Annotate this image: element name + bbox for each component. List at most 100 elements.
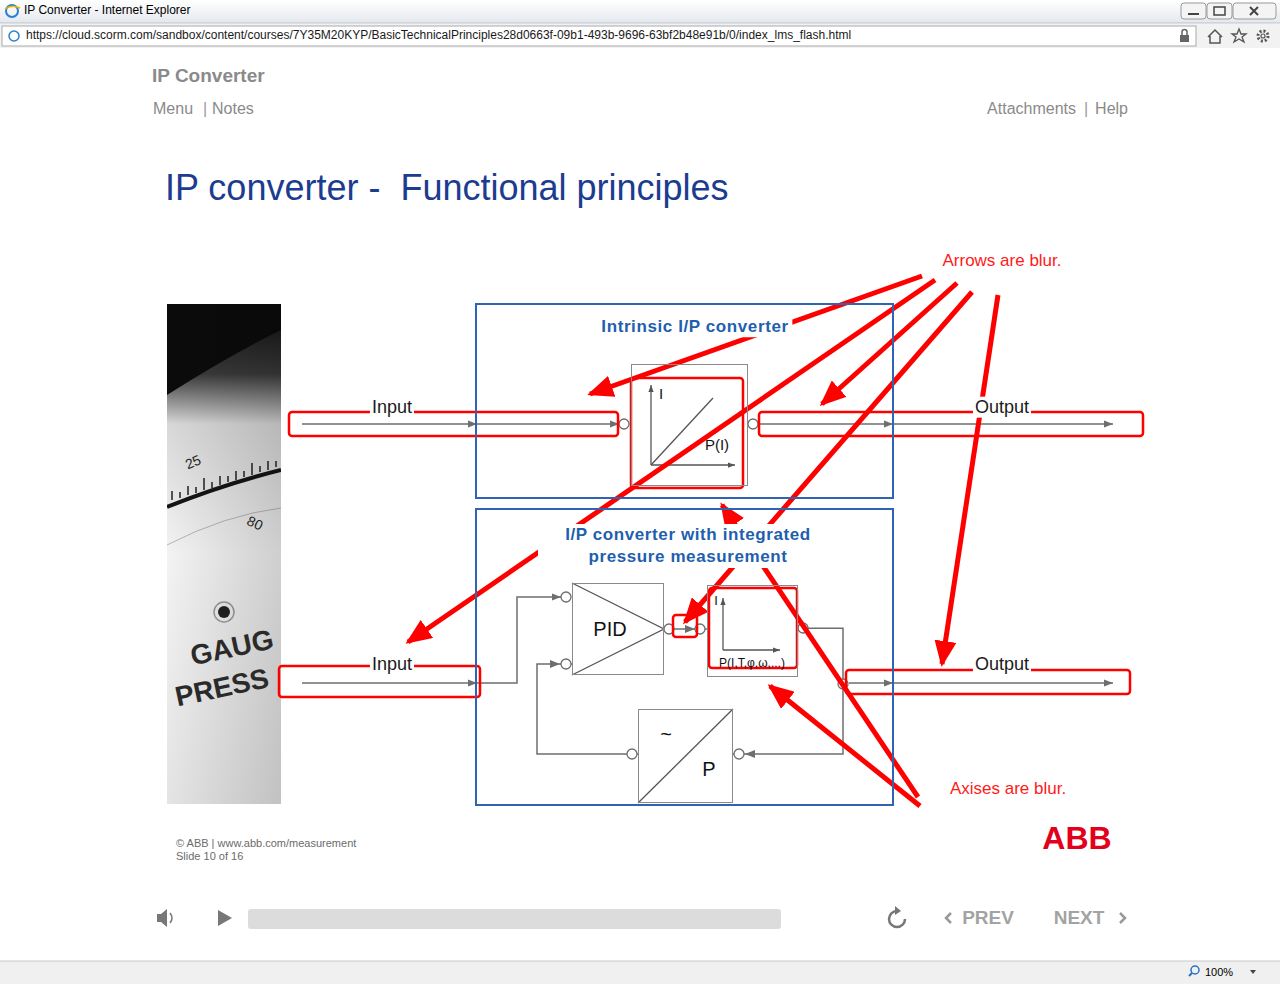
favorites-icon (1232, 29, 1246, 42)
annotation-arrow (942, 295, 998, 664)
minimize-button (1181, 3, 1206, 19)
address-url: https://cloud.scorm.com/sandbox/content/… (26, 29, 851, 43)
page-icon (9, 31, 19, 41)
address-field (2, 26, 1196, 46)
nav-button: PREV (962, 907, 1014, 929)
lock-icon (1182, 30, 1187, 36)
output-line (849, 682, 893, 684)
signal-label: Input (370, 654, 414, 675)
browser-icon (5, 6, 20, 9)
lock-icon (1180, 35, 1189, 42)
axis-line (723, 649, 780, 650)
annotation-arrow (408, 280, 935, 642)
annotation-box (759, 412, 1143, 436)
port-circle (627, 749, 637, 759)
zoom-icon (1191, 966, 1199, 974)
progress-bar (248, 909, 781, 929)
annotation-arrow (590, 276, 922, 394)
slide-title: IP converter - Functional principles (165, 167, 729, 208)
annotation-arrow (685, 292, 972, 622)
title-bar-edge (0, 23, 1280, 24)
footer-note: Slide 10 of 16 (176, 850, 243, 863)
close-button (1233, 3, 1276, 19)
menu-link: Menu (153, 100, 193, 118)
converter-frame: I/P converter with integrated pressure m… (475, 508, 894, 806)
address-bar (0, 24, 1280, 48)
title-bar (0, 0, 1280, 23)
status-bar (0, 961, 1280, 984)
block-label: P (702, 758, 715, 781)
signal-label: Output (973, 397, 1031, 418)
next-chevron (1120, 913, 1125, 923)
port-circle (748, 419, 758, 429)
home-icon (1208, 30, 1222, 43)
amplifier-symbol (572, 583, 664, 675)
annotation-box (631, 378, 743, 488)
play-icon (218, 910, 232, 926)
gauge-photo (167, 304, 281, 804)
brand-logo: ABB (1042, 820, 1111, 857)
port-circle (561, 659, 571, 669)
annotation-note: Axises are blur. (950, 779, 1066, 799)
axis-label: I (714, 594, 718, 609)
sensor-block: ~P (638, 709, 733, 803)
input-line (302, 423, 477, 425)
frame-heading: I/P converter with integrated pressure m… (538, 524, 838, 568)
axis-line (722, 598, 723, 650)
status-bar-edge (0, 961, 1280, 962)
axis-label: P(I,T,φ,ω,...) (719, 657, 785, 671)
title-bar (0, 0, 1280, 23)
course-title: IP Converter (152, 65, 265, 87)
output-line (893, 682, 1113, 684)
annotation-arrow (770, 686, 920, 806)
settings-icon (1261, 34, 1265, 38)
address-bar (0, 24, 1280, 48)
port-circles (561, 419, 848, 759)
zoom-level: 100% (1205, 966, 1233, 979)
input-line (477, 597, 561, 683)
prev-chevron (946, 913, 951, 923)
signal-label: Input (370, 397, 414, 418)
volume-icon (170, 913, 172, 923)
characteristic-block: I P(I) (631, 364, 748, 486)
menu-separator: | (203, 100, 207, 118)
menu-link: Attachments (987, 100, 1076, 118)
zoom-icon (1189, 973, 1192, 976)
replay-icon (895, 906, 901, 915)
axis-line (650, 385, 651, 465)
axis-label: P(I) (705, 436, 729, 453)
block-label: PID (593, 618, 626, 641)
zoom-dropdown (1250, 970, 1256, 974)
axis-label: I (659, 385, 663, 402)
minimize-icon (1188, 13, 1199, 15)
converter-diagonal (638, 709, 733, 803)
window-title: IP Converter - Internet Explorer (24, 4, 191, 18)
output-line (758, 423, 893, 425)
port-circle (619, 419, 629, 429)
footer-note: © ABB | www.abb.com/measurement (176, 837, 356, 850)
maximize-button (1207, 3, 1232, 19)
annotation-box (289, 412, 618, 436)
close-icon (1250, 7, 1258, 15)
signal-wire (537, 664, 638, 754)
gauge-photo (167, 304, 281, 804)
input-line (302, 682, 477, 684)
annotation-note: Arrows are blur. (942, 251, 1061, 271)
annotation-boxes (279, 378, 1143, 697)
gauge-shade (167, 304, 281, 804)
port-circle (734, 749, 744, 759)
player-controls (157, 906, 1125, 929)
input-line (477, 423, 619, 425)
frame-heading: Intrinsic I/P converter (597, 317, 792, 337)
controller-block: PID (572, 583, 664, 675)
annotation-arrows (408, 276, 998, 806)
nav-button: NEXT (1054, 907, 1105, 929)
output-line (893, 423, 1113, 425)
block-label: ~ (660, 723, 672, 746)
signal-lines (302, 424, 1113, 683)
port-circle (561, 592, 571, 602)
menu-link: Notes (212, 100, 254, 118)
menu-separator: | (1084, 100, 1088, 118)
signal-label: Output (973, 654, 1031, 675)
